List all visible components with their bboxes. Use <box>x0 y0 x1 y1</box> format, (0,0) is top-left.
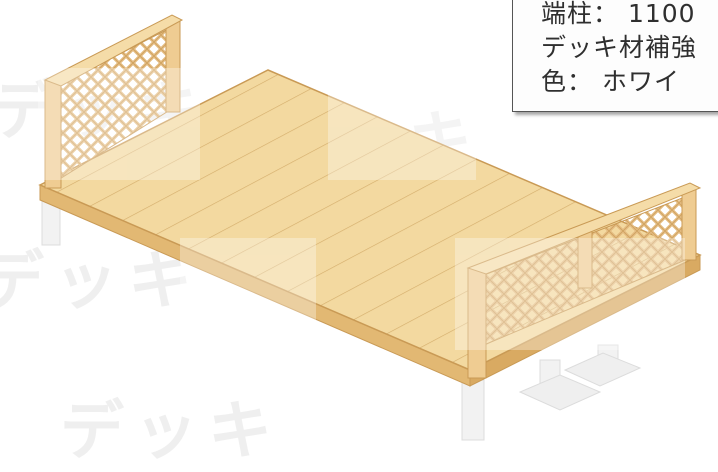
lattice-fence-right <box>466 182 702 379</box>
post <box>461 379 485 441</box>
post-base <box>518 374 602 411</box>
post-base <box>563 352 642 387</box>
lattice-fence-left <box>43 14 184 189</box>
reinforcement-text: デッキ材補強 <box>541 33 698 62</box>
watermark-tiles <box>38 68 685 350</box>
support-posts <box>41 194 642 441</box>
deck-illustration <box>38 14 702 441</box>
product-info-box: 端柱： 1100 デッキ材補強 色： ホワイ <box>512 0 718 112</box>
post-spec-text: 端柱： 1100 <box>541 0 696 28</box>
color-text: 色： ホワイ <box>541 67 680 96</box>
